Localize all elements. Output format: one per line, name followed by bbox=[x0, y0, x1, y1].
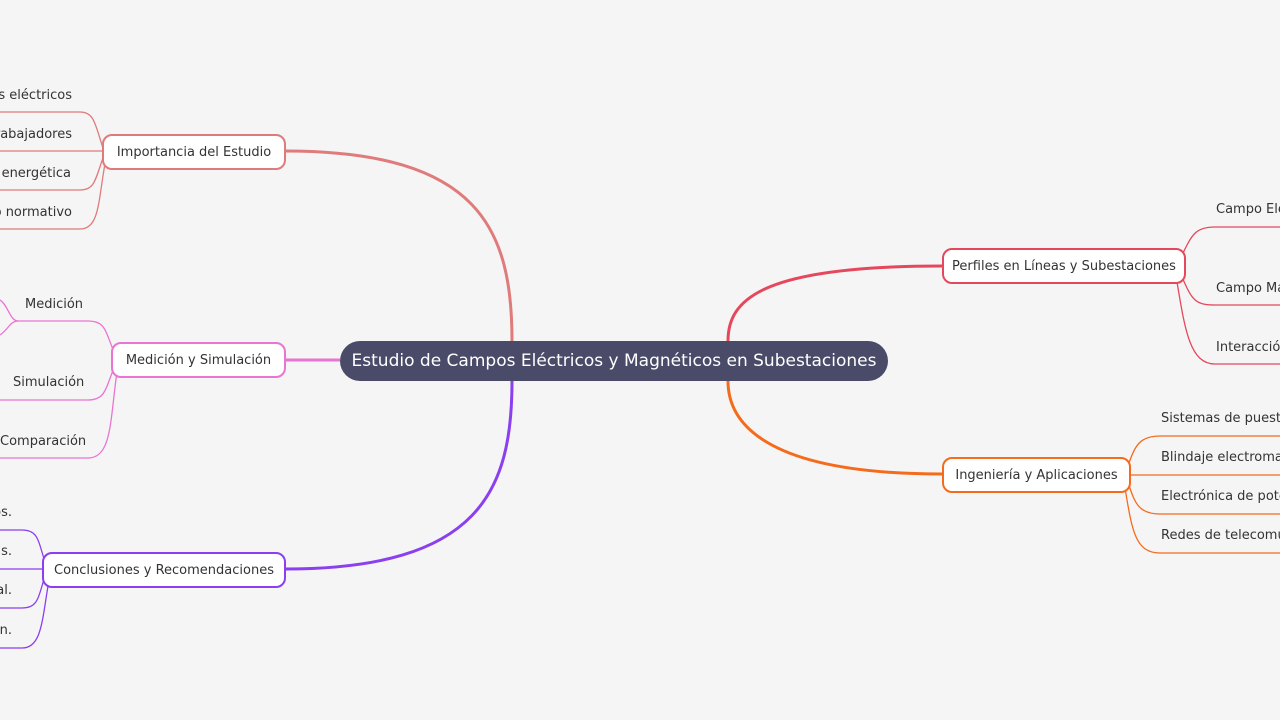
subtopic[interactable]: Campo Elé bbox=[1216, 202, 1280, 217]
subtopic[interactable]: a energética bbox=[0, 166, 71, 181]
topic-conclusiones[interactable]: Conclusiones y Recomendaciones bbox=[42, 552, 286, 588]
subtopic[interactable]: Campo Ma bbox=[1216, 281, 1280, 296]
subtopic[interactable]: Comparación bbox=[0, 434, 87, 449]
central-topic[interactable]: Estudio de Campos Eléctricos y Magnético… bbox=[340, 341, 888, 381]
subtopic[interactable]: os. bbox=[0, 505, 12, 520]
subtopic[interactable]: Electrónica de poter bbox=[1161, 489, 1280, 504]
topic-importancia[interactable]: Importancia del Estudio bbox=[102, 134, 286, 170]
subtopic[interactable]: o normativo bbox=[0, 205, 72, 220]
link-perfiles bbox=[726, 264, 943, 342]
subtopic[interactable]: al. bbox=[0, 583, 12, 598]
subtopic[interactable]: as. bbox=[0, 544, 12, 559]
link-ingenieria bbox=[726, 380, 943, 476]
subtopic[interactable]: n. bbox=[0, 623, 12, 638]
link-importancia bbox=[284, 149, 514, 342]
topic-medicion[interactable]: Medición y Simulación bbox=[111, 342, 286, 378]
subtopic[interactable]: Redes de telecomun bbox=[1161, 528, 1280, 543]
subtopic[interactable]: Simulación bbox=[13, 375, 85, 390]
subtopic[interactable]: Interacción bbox=[1216, 340, 1280, 355]
subtopic[interactable]: os eléctricos bbox=[0, 88, 72, 103]
subtopic[interactable]: Medición bbox=[25, 297, 84, 312]
subtopic[interactable]: Sistemas de puesta a bbox=[1161, 411, 1280, 426]
subtopic[interactable]: rabajadores bbox=[0, 127, 72, 142]
topic-ingenieria[interactable]: Ingeniería y Aplicaciones bbox=[942, 457, 1131, 493]
link-conclusiones bbox=[284, 380, 514, 571]
topic-perfiles[interactable]: Perfiles en Líneas y Subestaciones bbox=[942, 248, 1186, 284]
subtopic[interactable]: Blindaje electromag bbox=[1161, 450, 1280, 465]
